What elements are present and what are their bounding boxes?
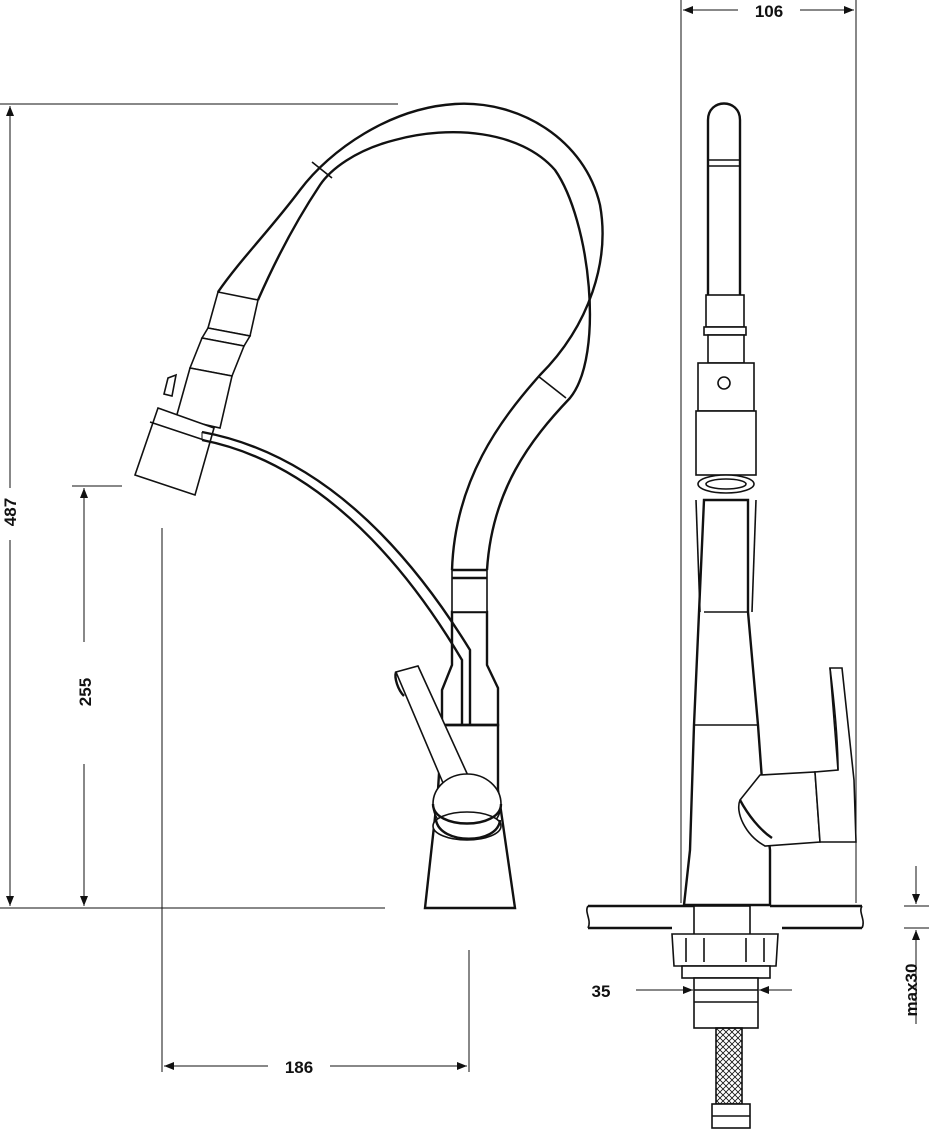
side-body	[682, 498, 772, 907]
side-lever-handle	[814, 667, 857, 843]
front-neck	[440, 610, 500, 727]
side-supply-hose	[715, 1027, 743, 1105]
side-cartridge-housing	[738, 771, 821, 847]
side-spray-button	[717, 376, 731, 390]
dim-thread-diameter: 35	[592, 982, 611, 1001]
dim-side-width: 106	[755, 2, 783, 21]
side-mount-stud	[693, 977, 759, 1029]
side-mount-nut	[671, 933, 779, 967]
side-spray-tube	[706, 102, 742, 295]
front-spray-button	[163, 373, 178, 397]
front-flexible-hose-outer	[217, 102, 604, 571]
dim-total-height: 487	[1, 498, 20, 526]
front-flexible-hose-inner	[256, 131, 592, 571]
side-collar-top	[705, 294, 745, 328]
front-lever-handle	[394, 665, 472, 792]
front-spray-head	[133, 406, 215, 497]
front-spout-rail	[201, 430, 472, 725]
dim-counter-thickness: max30	[902, 964, 921, 1017]
dim-spout-reach: 186	[285, 1058, 313, 1077]
side-view	[586, 102, 864, 1129]
side-mount-shank	[693, 905, 751, 937]
side-dimensions: 106 35 max30	[592, 0, 929, 1024]
front-view	[133, 102, 604, 910]
dim-spout-height: 255	[76, 678, 95, 706]
side-spray-head	[695, 410, 757, 476]
front-hose-collar	[451, 569, 488, 613]
side-mount-washer	[681, 965, 771, 979]
side-collar-mid	[707, 334, 745, 364]
front-dimensions: 487 255 186	[0, 103, 470, 1077]
side-countertop	[588, 904, 862, 930]
